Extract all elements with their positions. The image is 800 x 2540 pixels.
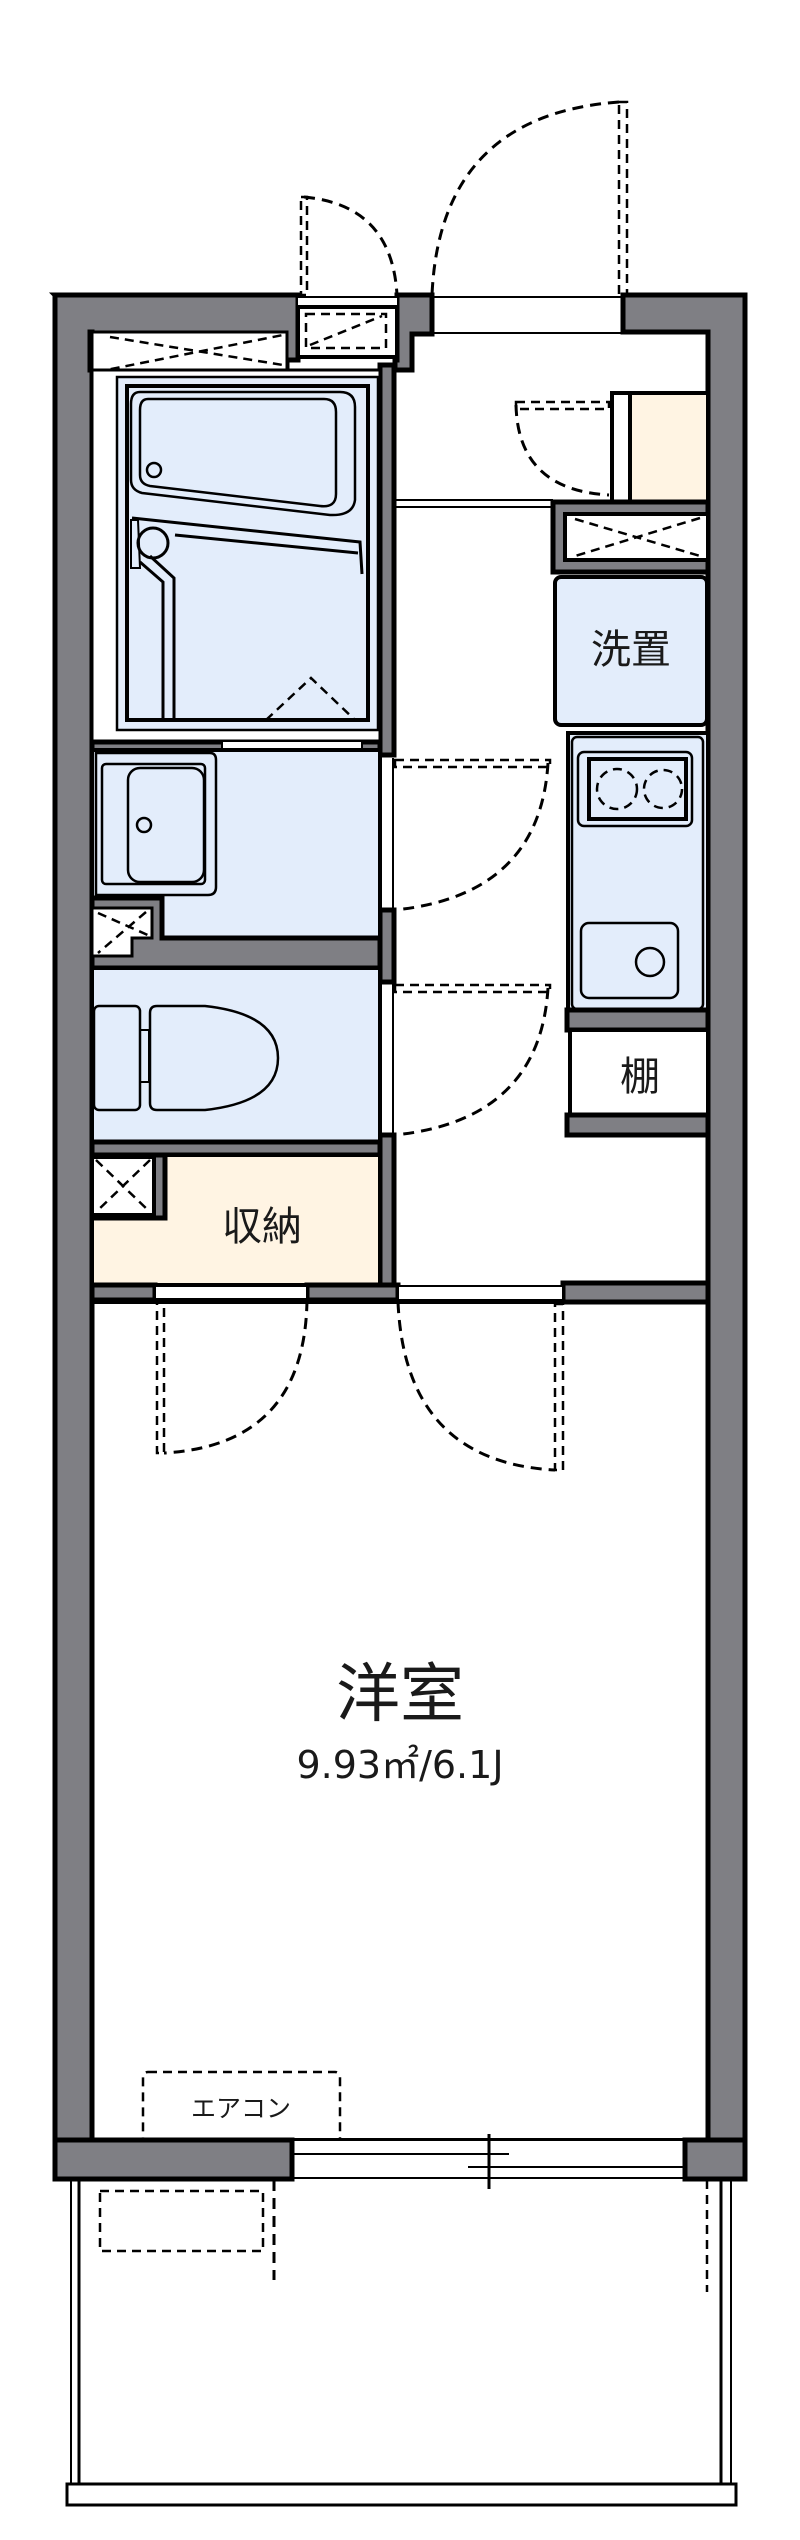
western-room-area: 9.93㎡/6.1J [296, 1743, 503, 1787]
partition-wall-corridor [377, 362, 397, 758]
sink-drain-icon [135, 816, 153, 834]
washer-space: 洗置 [553, 575, 709, 727]
balcony [65, 2179, 738, 2507]
shoe-cabinet [514, 391, 710, 504]
window-sliding [292, 2134, 685, 2189]
entrance-door-swing [430, 100, 629, 297]
wall-pillar-entrance [392, 292, 435, 373]
outdoor-ac-unit [98, 2189, 265, 2253]
shelf: 棚 [568, 1028, 710, 1117]
kitchen-counter [566, 731, 710, 1014]
wall-hall-room-mid [304, 1282, 401, 1303]
unit-bath [90, 368, 382, 744]
western-room-label: 洋室 [336, 1658, 464, 1732]
wall-hall-room-left [89, 1282, 158, 1303]
meter-box-door-swing [299, 195, 399, 297]
storage-closet: 収納 [89, 1152, 382, 1287]
wall-hall-room-right [560, 1280, 711, 1305]
wall-below-shelf [564, 1112, 711, 1138]
toilet-bowl-icon [148, 1004, 280, 1112]
air-conditioner-label: エアコン [191, 2094, 291, 2123]
toilet-door-swing [392, 983, 552, 1137]
washroom-door-swing [392, 758, 552, 912]
wall-kitchen-shelf [564, 1007, 711, 1033]
shelf-label: 棚 [620, 1054, 660, 1100]
stove-burner-icon [595, 767, 639, 811]
storage-door-swing [155, 1298, 309, 1455]
washer-space-label: 洗置 [591, 627, 671, 673]
drain-icon [145, 461, 163, 479]
kitchen-sink-drain-icon [634, 946, 666, 978]
storage-label: 収納 [222, 1204, 302, 1250]
air-conditioner: エアコン [141, 2070, 342, 2145]
toilet-room [90, 966, 382, 1144]
room-door-swing [396, 1301, 565, 1472]
stove-burner-icon [642, 768, 684, 810]
